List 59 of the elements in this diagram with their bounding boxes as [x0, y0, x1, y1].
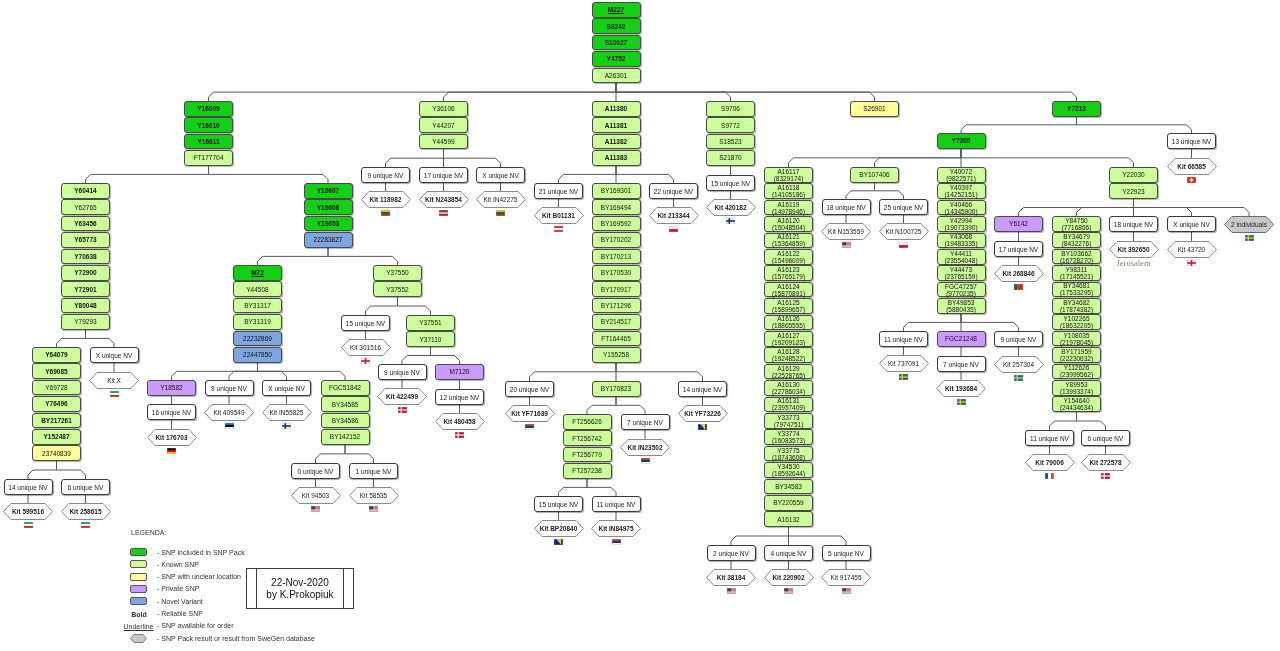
- connector-line: [615, 396, 646, 415]
- connector-line: [430, 346, 460, 365]
- connector-line: [1133, 231, 1134, 242]
- connector-line: [27, 494, 29, 504]
- connector-line: [845, 214, 847, 224]
- connector-line: [615, 511, 617, 521]
- connector-line: [113, 362, 115, 373]
- connector-line: [171, 395, 172, 405]
- place-label: Jerusalem: [1116, 259, 1151, 268]
- connector-line: [903, 346, 904, 356]
- connector-line: [85, 494, 86, 504]
- connector-line: [730, 190, 731, 200]
- connector-line: [845, 560, 847, 570]
- connector-line: [960, 346, 962, 357]
- connector-line: [1191, 231, 1192, 242]
- connector-line: [529, 396, 530, 406]
- connector-line: [586, 478, 617, 497]
- connector-line: [1133, 198, 1250, 217]
- connector-line: [373, 478, 374, 488]
- connector-line: [615, 362, 703, 382]
- connector-line: [960, 148, 1134, 168]
- connector-line: [344, 444, 374, 464]
- connector-line: [903, 214, 904, 224]
- connector-line: [730, 560, 732, 570]
- connector-line: [385, 182, 386, 192]
- connector-line: [443, 182, 444, 192]
- connector-line: [1018, 256, 1019, 266]
- connector-line: [365, 330, 366, 340]
- connector-line: [615, 165, 674, 184]
- connector-line: [960, 313, 1019, 332]
- connector-line: [257, 362, 346, 381]
- connector-line: [730, 165, 731, 176]
- connector-line: [286, 395, 287, 405]
- connector-line: [558, 511, 559, 521]
- connector-line: [644, 429, 646, 440]
- connector-line: [1018, 231, 1019, 242]
- connector-line: [558, 198, 559, 208]
- connector-line: [1191, 148, 1192, 159]
- connector-line: [85, 329, 115, 348]
- connector-line: [1049, 445, 1050, 455]
- connector-line: [401, 379, 403, 389]
- connector-line: [327, 247, 398, 266]
- connector-line: [702, 396, 703, 406]
- connector-line: [459, 379, 460, 390]
- connector-line: [459, 404, 460, 414]
- connector-line: [788, 560, 789, 570]
- date-box: 22-Nov-2020 by K.Prokopiuk: [246, 568, 354, 609]
- connector-line: [443, 148, 501, 168]
- connector-line: [960, 371, 962, 381]
- connector-line: [228, 395, 230, 405]
- connector-line: [874, 182, 904, 200]
- connector-line: [500, 182, 501, 192]
- connector-line: [171, 419, 172, 430]
- connector-line: [315, 478, 316, 488]
- connector-line: [1018, 346, 1019, 357]
- connector-line: [208, 165, 329, 184]
- connector-line: [673, 198, 674, 208]
- connector-line: [1076, 116, 1192, 134]
- connector-line: [1105, 445, 1106, 455]
